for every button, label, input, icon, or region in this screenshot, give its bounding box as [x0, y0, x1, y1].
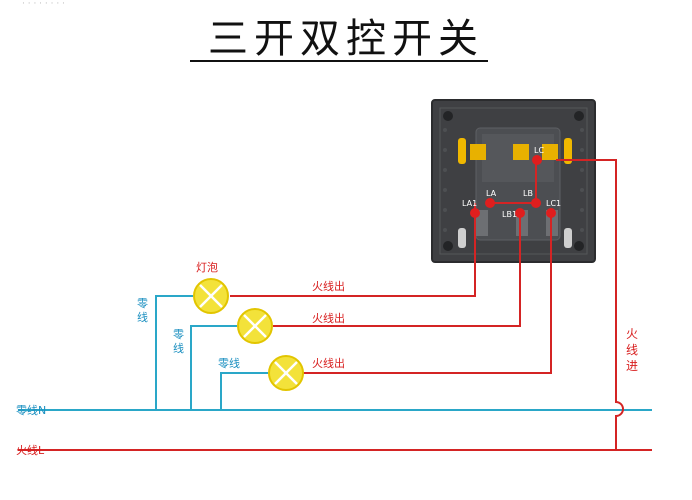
- screw-icon: [443, 111, 584, 251]
- lamp-2: [237, 308, 273, 344]
- live-out-wire-1: [230, 203, 476, 297]
- neutral-wire-3: [220, 372, 268, 410]
- diagram-title: 三开双控开关: [208, 16, 484, 62]
- label-la1: LA1: [462, 199, 477, 208]
- terminals: [470, 155, 556, 218]
- live-in-label-1: 火: [626, 327, 638, 341]
- neutral-bus-label: 零线N: [16, 403, 46, 417]
- switch-panel: [431, 99, 596, 263]
- terminal-lc1: [546, 208, 556, 218]
- terminal-block: [542, 144, 558, 160]
- live-bus-label: 火线L: [16, 443, 45, 457]
- terminal-la1: [470, 208, 480, 218]
- terminal-lb1: [515, 208, 525, 218]
- neutral-wire-1: [155, 295, 193, 410]
- label-lb: LB: [523, 189, 533, 198]
- label-la: LA: [486, 189, 497, 198]
- title-underline: [190, 60, 488, 62]
- mount-slot: [564, 228, 572, 248]
- live-wires: [18, 159, 652, 451]
- live-in-label-3: 进: [626, 359, 638, 373]
- live-out-wire-2: [273, 213, 521, 327]
- lamp-label: 灯泡: [196, 260, 218, 274]
- mount-slot: [458, 228, 466, 248]
- lamp-3: [268, 355, 304, 391]
- live-out-label-1: 火线出: [312, 279, 345, 293]
- neutral-label-3: 零线: [218, 356, 240, 370]
- live-in-label-2: 线: [626, 343, 638, 357]
- top-strip-text: · · · · · · · ·: [22, 0, 65, 9]
- neutral-label-1b: 线: [137, 310, 148, 324]
- panel-texture: [443, 128, 584, 232]
- live-in-wire: [556, 159, 624, 450]
- label-lc: LC: [534, 146, 544, 155]
- label-lc1: LC1: [546, 199, 561, 208]
- live-out-label-2: 火线出: [312, 311, 345, 325]
- neutral-label-1a: 零: [137, 297, 148, 310]
- neutral-label-2b: 线: [173, 341, 184, 355]
- lamp-1: [193, 278, 229, 314]
- neutral-label-2a: 零: [173, 328, 184, 341]
- live-out-wire-3: [303, 213, 552, 374]
- neutral-wire-2: [190, 325, 237, 410]
- terminal-lc: [532, 155, 542, 165]
- terminal-block: [470, 144, 486, 160]
- mount-slot: [458, 138, 466, 164]
- live-out-label-3: 火线出: [312, 356, 345, 370]
- mount-slot: [564, 138, 572, 164]
- terminal-la: [485, 198, 495, 208]
- label-lb1: LB1: [502, 210, 517, 219]
- neutral-wires: [18, 295, 652, 411]
- terminal-lb: [531, 198, 541, 208]
- terminal-block: [513, 144, 529, 160]
